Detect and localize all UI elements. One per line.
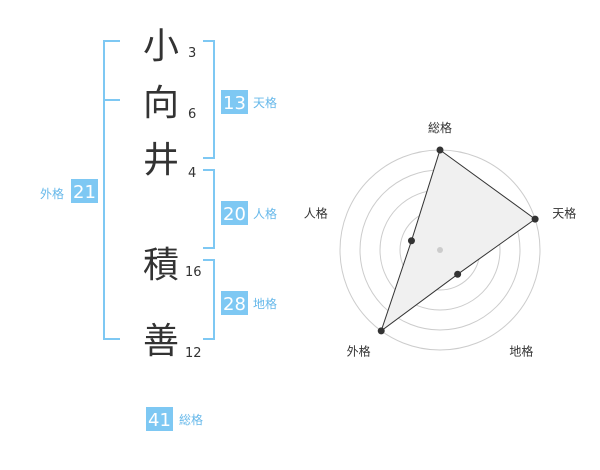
radar-points [377,146,539,335]
radar-point-4 [377,327,385,335]
radar-point-2 [531,215,539,223]
jinkaku-label: 人格 [253,206,277,221]
chikaku-label: 地格 [253,296,277,311]
jinkaku-badge: 20 人格 [221,201,277,225]
name-characters: 小 3 向 6 井 4 積 16 善 12 [143,26,202,362]
radar-axis-label-2: 天格 [552,206,576,221]
radar-axis-label-4: 外格 [347,343,371,358]
radar-center-dot [437,247,443,253]
gaikaku-value: 21 [73,182,96,203]
name-char-3: 井 [143,140,179,181]
radar-polygon [380,149,536,333]
name-char-2: 向 [143,83,179,124]
tenkaku-box [221,90,248,114]
tenkaku-value: 13 [223,93,246,114]
chikaku-bracket [203,259,215,340]
soukaku-label: 総格 [179,412,203,427]
stroke-count-1: 3 [188,46,196,61]
gaikaku-box [71,179,98,203]
jinkaku-bracket [203,169,215,249]
tenkaku-bracket [203,40,215,159]
chikaku-box [221,291,248,315]
gaikaku-badge: 外格 21 [40,179,98,203]
gaikaku-bracket [103,40,120,340]
tenkaku-badge: 13 天格 [221,90,277,114]
stroke-count-4: 16 [185,265,202,280]
soukaku-box [146,407,173,431]
stroke-count-5: 12 [185,346,202,361]
stroke-count-3: 4 [188,166,196,181]
radar-point-1 [436,146,444,154]
name-char-5: 善 [143,321,179,362]
name-char-1: 小 [143,26,179,67]
radar-axis-label-3: 地格 [509,343,533,358]
soukaku-badge: 41 総格 [146,407,203,431]
gaikaku-label: 外格 [40,186,64,201]
stroke-count-2: 6 [188,107,196,122]
radar-point-5 [407,237,415,245]
chikaku-value: 28 [223,294,246,315]
chikaku-badge: 28 地格 [221,291,277,315]
radar-axis-label-5: 人格 [304,206,328,221]
tenkaku-label: 天格 [253,95,277,110]
radar-point-3 [454,270,462,278]
soukaku-value: 41 [148,410,171,431]
jinkaku-value: 20 [223,204,246,225]
name-char-4: 積 [143,245,179,286]
jinkaku-box [221,201,248,225]
radar-axis-label-1: 総格 [428,120,452,135]
